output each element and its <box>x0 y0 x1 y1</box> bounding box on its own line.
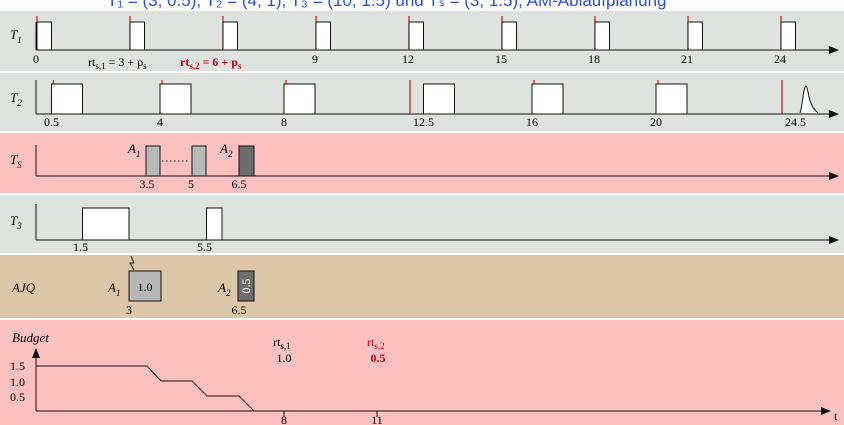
t1-job-box <box>129 21 145 51</box>
t1-job-box <box>687 21 703 51</box>
t1-job-box <box>408 21 424 51</box>
ts-a2-slice <box>238 145 255 177</box>
budget-rt1-value: 1.0 <box>277 351 292 365</box>
t2-tick-label: 8 <box>281 115 287 129</box>
ajq-a2-tick: 6.5 <box>232 303 247 317</box>
t2-job-box <box>159 83 192 115</box>
t2-tick-label: 24.5 <box>785 115 806 129</box>
slide-header: T₁ = (3, 0.5), T₂ = (4, 1), T₃ = (10, 1.… <box>0 0 844 11</box>
budget-t-label: t <box>834 409 838 423</box>
ajq-a1-label: A1 <box>107 280 120 298</box>
t1-job-box <box>594 21 610 51</box>
t3-job-box <box>82 207 130 241</box>
t1-job-box <box>222 21 238 51</box>
t1-job-box <box>501 21 517 51</box>
t2-end-squiggle <box>799 85 819 114</box>
t2-marks: 0.5 4 8 12.5 16 20 24.5 <box>44 80 806 129</box>
band-t2 <box>0 73 844 131</box>
t2-tick-label: 0.5 <box>44 115 59 129</box>
t1-job-box <box>780 21 796 51</box>
budget-rt2-label: rts,2 <box>367 335 385 351</box>
budget-x-tick-8: 8 <box>281 413 287 425</box>
t3-tick-label: 1.5 <box>73 240 88 254</box>
t2-job-box <box>531 83 564 115</box>
t3-tick-label: 5.5 <box>197 240 212 254</box>
t1-marks: 0 9 12 15 18 21 24 <box>33 16 796 66</box>
t1-job-box <box>315 21 331 51</box>
budget-rt2-value: 0.5 <box>371 351 386 365</box>
row-label-ts: TS <box>10 152 22 170</box>
t1-tick-label: 18 <box>588 52 600 66</box>
band-t3 <box>0 195 844 253</box>
ts-tick-5: 5 <box>188 177 194 191</box>
ts-a1-slice-1 <box>145 145 161 177</box>
ajq-a1-tick: 3 <box>126 303 132 317</box>
budget-rt1-label: rts,1 <box>273 335 291 351</box>
budget-curve <box>36 365 255 412</box>
row-label-budget: Budget <box>12 330 49 345</box>
ts-a2-label: A2 <box>219 141 233 159</box>
band-ts <box>0 133 844 193</box>
t2-job-box <box>283 83 316 115</box>
t2-job-box <box>423 83 455 115</box>
t2-job-box <box>51 83 83 115</box>
budget-x-tick-11: 11 <box>371 413 383 425</box>
t1-tick-label: 0 <box>33 52 39 66</box>
ajq-arrival-bolt-icon <box>129 255 135 271</box>
t1-rt1-annotation: rts,1 = 3 + ps <box>88 55 147 71</box>
t1-rt2-annotation: rts,2 = 6 + ps <box>180 55 242 71</box>
row-label-t1: T1 <box>10 27 22 45</box>
row-label-t2: T2 <box>10 90 22 108</box>
header-text: T₁ = (3, 0.5), T₂ = (4, 1), T₃ = (10, 1.… <box>107 0 667 10</box>
ajq-a1-value: 1.0 <box>138 280 153 294</box>
t1-tick-label: 12 <box>402 52 414 66</box>
ajq-a2-box <box>237 270 255 302</box>
t1-tick-label: 21 <box>681 52 693 66</box>
row-label-ajq: AJQ <box>11 280 36 295</box>
t1-job-box <box>36 21 52 51</box>
budget-y-tick-0.5: 0.5 <box>10 390 25 404</box>
t2-tick-label: 20 <box>650 115 662 129</box>
ts-tick-3.5: 3.5 <box>140 177 155 191</box>
budget-y-tick-1.0: 1.0 <box>10 375 25 389</box>
row-label-t3: T3 <box>10 213 22 231</box>
t3-job-box <box>206 207 223 241</box>
ts-a1-label: A1 <box>127 141 140 159</box>
ajq-a2-value: 0.5 <box>239 279 253 294</box>
ajq-a1-box <box>128 270 162 302</box>
t2-tick-label: 4 <box>157 115 163 129</box>
ajq-a2-label: A2 <box>217 280 231 298</box>
t1-tick-label: 9 <box>312 52 318 66</box>
t1-tick-label: 15 <box>495 52 507 66</box>
t2-tick-label: 16 <box>526 115 538 129</box>
t2-job-box <box>655 83 688 115</box>
band-budget <box>0 320 844 425</box>
t2-tick-label: 12.5 <box>413 115 434 129</box>
ts-tick-6.5: 6.5 <box>232 177 247 191</box>
t1-tick-label: 24 <box>774 52 786 66</box>
t3-marks: 1.5 5.5 <box>73 207 223 254</box>
ts-a1-slice-2 <box>191 145 207 177</box>
budget-y-tick-1.5: 1.5 <box>10 359 25 373</box>
